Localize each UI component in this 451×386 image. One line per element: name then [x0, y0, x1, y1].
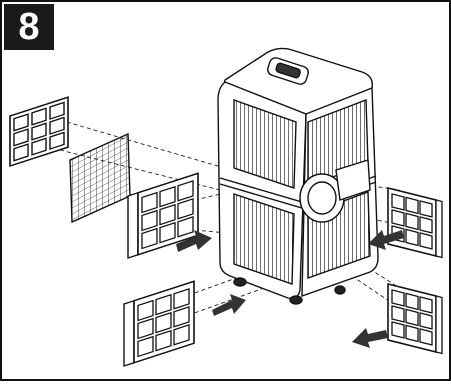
arrow-icon [176, 230, 212, 252]
arrow-icon [352, 328, 388, 348]
step-number-badge: 8 [4, 4, 54, 50]
air-conditioner-unit [217, 47, 379, 305]
arrow-icon [212, 294, 246, 316]
filter-frame-left-upper [127, 172, 199, 259]
carbon-filter-top-left [9, 96, 69, 168]
filter-frame-right-upper [387, 187, 443, 259]
mesh-screen [69, 132, 131, 224]
arrow-icon [368, 230, 404, 250]
filter-frame-left-lower [123, 280, 195, 367]
filter-frame-right-lower [387, 283, 443, 355]
